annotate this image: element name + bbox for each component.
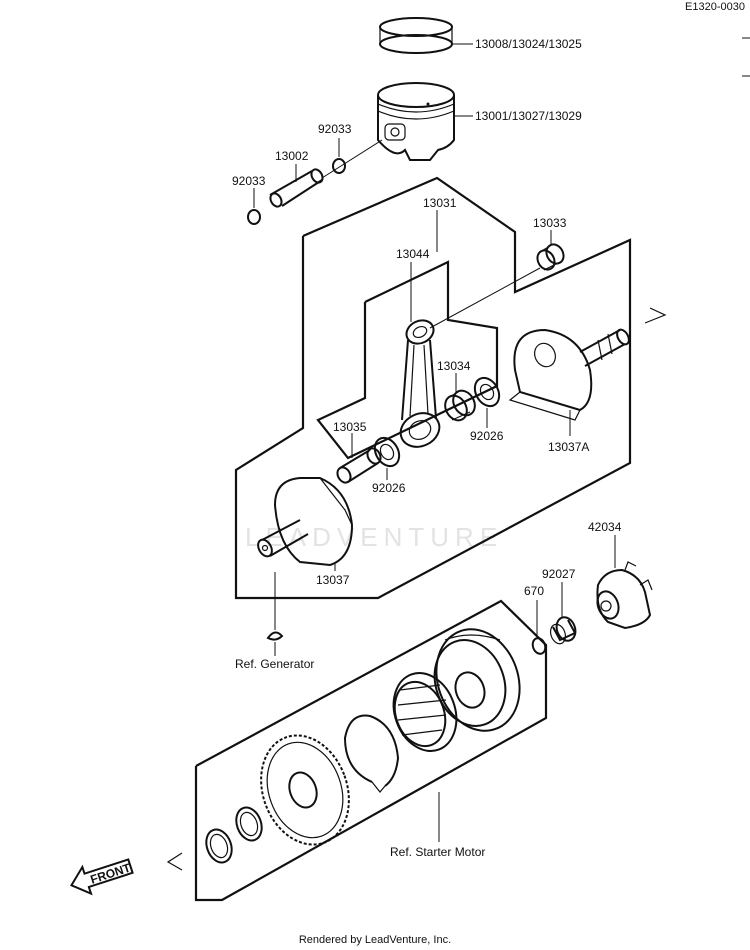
label-o-ring: 670 (524, 584, 544, 598)
label-small-end-bearing: 13033 (533, 216, 567, 230)
oneway-clutch[interactable] (383, 664, 467, 760)
starter-gear[interactable] (246, 723, 363, 857)
label-oneway-clutch-housing: 42034 (588, 520, 622, 534)
starter-washer-outer[interactable] (202, 826, 236, 866)
leader-line (429, 267, 541, 329)
thrust-washer-left[interactable] (370, 434, 404, 471)
alignment-mark (644, 307, 667, 324)
piston[interactable] (377, 82, 455, 161)
crankshaft-assembly-frame (234, 176, 632, 600)
label-crank-half-left: 13037 (316, 573, 350, 587)
starter-clutch-housing[interactable] (423, 617, 534, 742)
label-big-end-bearing: 13034 (437, 359, 471, 373)
starter-clutch-frame (194, 599, 548, 902)
piston-pin-clip-upper[interactable] (332, 158, 346, 174)
snap-ring[interactable] (343, 714, 400, 793)
crankshaft-half-right[interactable] (508, 328, 631, 421)
piston-pin[interactable] (268, 139, 383, 209)
label-piston-pin: 13002 (275, 149, 309, 163)
piston-pin-clip-lower[interactable] (247, 209, 261, 225)
starter-washer-inner[interactable] (232, 804, 266, 844)
piston-rings[interactable] (379, 17, 453, 54)
label-crank-pin: 13035 (333, 420, 367, 434)
small-end-bearing[interactable] (534, 241, 567, 272)
label-piston: 13001/13027/13029 (475, 109, 582, 123)
label-connecting-rod: 13044 (396, 247, 430, 261)
alignment-mark (166, 852, 183, 871)
crankshaft-half-left[interactable] (255, 477, 354, 567)
connecting-rod[interactable] (395, 316, 445, 453)
label-washer-left: 92026 (372, 481, 406, 495)
crank-pin[interactable] (335, 446, 383, 485)
label-clip-lower: 92033 (232, 174, 266, 188)
oneway-clutch-housing[interactable] (594, 561, 653, 630)
diagram-code: E1320-0030 (685, 1, 745, 13)
collar[interactable] (548, 615, 579, 646)
front-arrow: FRONT (70, 858, 134, 896)
label-clip-upper: 92033 (318, 122, 352, 136)
label-crank-half-right: 13037A (548, 440, 589, 454)
label-ref-generator[interactable]: Ref. Generator (235, 657, 314, 671)
label-crankshaft-assembly: 13031 (423, 196, 457, 210)
woodruff-key[interactable] (266, 631, 284, 641)
thrust-washer-right[interactable] (470, 374, 504, 411)
label-collar: 92027 (542, 567, 576, 581)
label-washer-right: 92026 (470, 429, 504, 443)
footer-credit: Rendered by LeadVenture, Inc. (299, 934, 451, 946)
label-ref-starter-motor[interactable]: Ref. Starter Motor (390, 845, 485, 859)
label-piston-rings: 13008/13024/13025 (475, 37, 582, 51)
big-end-bearing[interactable] (441, 387, 479, 425)
